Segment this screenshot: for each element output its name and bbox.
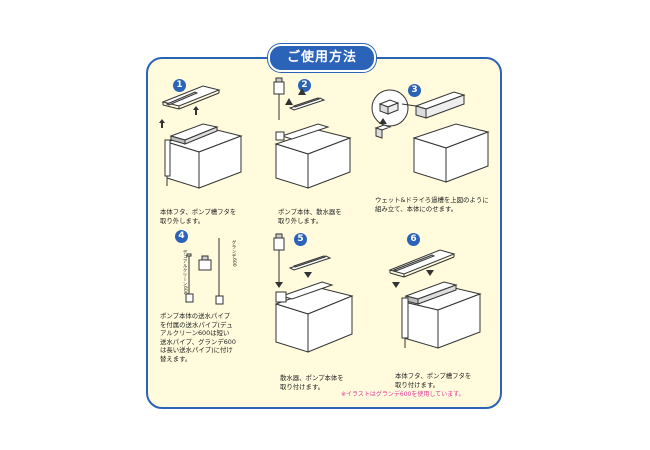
step-5-illustration — [268, 232, 368, 372]
step-5-number: 5 — [294, 233, 307, 246]
step-1-caption: 本体フタ、ポンプ槽フタを 取り外します。 — [160, 208, 237, 225]
step-3-caption: ウェット&ドライろ過槽を上図のように 組み立て、本体にのせます。 — [375, 196, 489, 213]
step-2-caption: ポンプ本体、散水器を 取り外します。 — [278, 208, 342, 225]
instructions-panel — [146, 57, 502, 409]
step-4-illustration — [175, 236, 245, 308]
step-6-caption: 本体フタ、ポンプ槽フタを 取り付けます。 — [395, 372, 472, 389]
step-1-number: 1 — [173, 79, 186, 92]
step-4-caption: ポンプ本体の送水パイプ を付属の送水パイプ(デュ アルクリーン600は短い 送水… — [160, 312, 236, 363]
step-2-number: 2 — [298, 79, 311, 92]
step-1-illustration — [159, 80, 255, 200]
step-6-illustration — [384, 240, 494, 370]
step-5-caption: 散水器、ポンプ本体を 取り付けます。 — [280, 374, 344, 391]
illustration-note: ※イラストはグランデ600を使用しています。 — [341, 391, 465, 398]
step-4-number: 4 — [175, 230, 188, 243]
step-6-number: 6 — [407, 233, 420, 246]
page-title: ご使用方法 — [268, 44, 376, 72]
short-pipe-label: デュアルクリーン600 — [182, 250, 187, 295]
step-3-illustration — [368, 82, 498, 192]
long-pipe-label: グランデ600 — [231, 240, 236, 267]
step-3-number: 3 — [408, 84, 421, 97]
step-2-illustration — [268, 78, 368, 200]
